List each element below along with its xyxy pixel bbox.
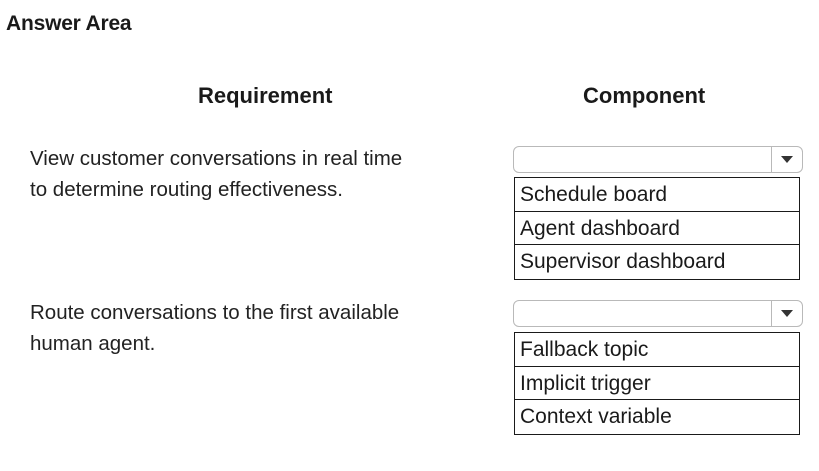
dropdown-option[interactable]: Supervisor dashboard xyxy=(520,250,726,273)
chevron-down-icon xyxy=(781,310,793,317)
dropdown-option[interactable]: Context variable xyxy=(520,405,672,428)
component-dropdown-1[interactable] xyxy=(513,146,803,173)
component-dropdown-2[interactable] xyxy=(513,300,803,327)
requirement-text-2: Route conversations to the first availab… xyxy=(30,297,399,359)
requirement-line: human agent. xyxy=(30,332,156,355)
requirement-line: View customer conversations in real time xyxy=(30,147,403,170)
dropdown-options-list-1: Schedule board Agent dashboard Superviso… xyxy=(514,177,800,280)
dropdown-toggle-button[interactable] xyxy=(771,301,802,326)
component-column-header: Component xyxy=(583,83,706,108)
dropdown-option[interactable]: Agent dashboard xyxy=(515,212,799,245)
requirement-text-1: View customer conversations in real time… xyxy=(30,143,402,205)
chevron-down-icon xyxy=(781,156,793,163)
dropdown-option[interactable]: Implicit trigger xyxy=(515,367,799,400)
requirement-line: Route conversations to the first availab… xyxy=(30,301,400,324)
answer-area-title: Answer Area xyxy=(6,12,132,35)
dropdown-option[interactable]: Schedule board xyxy=(515,178,799,212)
dropdown-toggle-button[interactable] xyxy=(771,147,802,172)
dropdown-option[interactable]: Fallback topic xyxy=(515,333,799,367)
dropdown-options-list-2: Fallback topic Implicit trigger Context … xyxy=(514,332,800,435)
requirement-column-header: Requirement xyxy=(198,83,333,108)
requirement-line: to determine routing effectiveness. xyxy=(30,178,343,201)
